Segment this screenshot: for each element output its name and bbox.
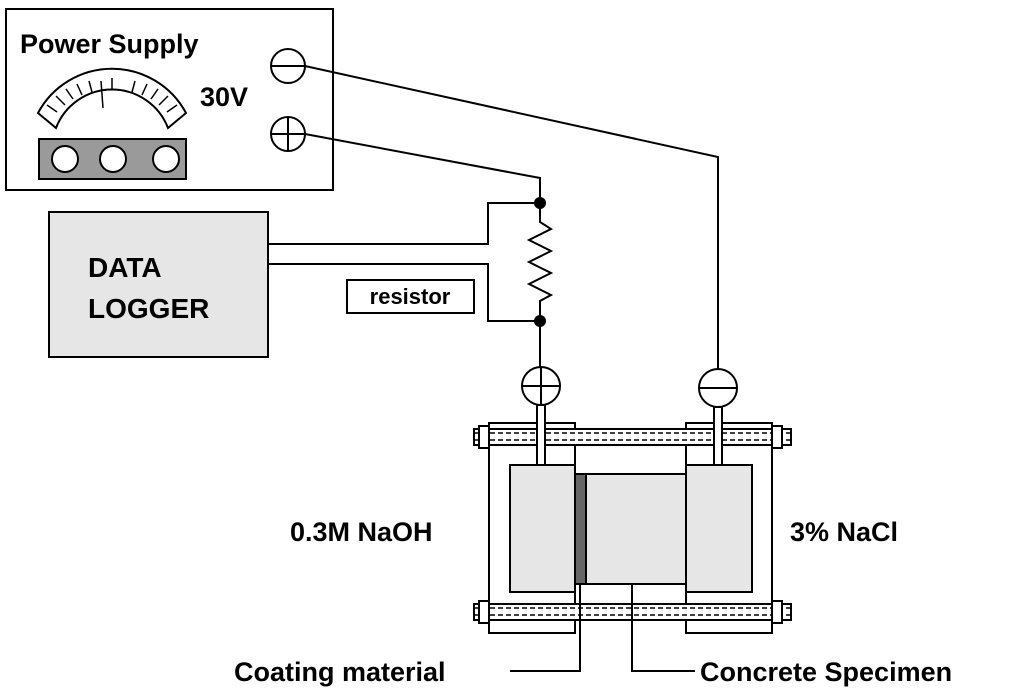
cell-positive-terminal-icon: [521, 366, 561, 406]
voltage-label: 30V: [200, 82, 248, 112]
data-logger: DATA LOGGER: [48, 211, 269, 358]
top-clamp-rod: [473, 425, 792, 449]
data-logger-box: [48, 211, 269, 358]
left-solution-label: 0.3M NaOH: [290, 517, 433, 547]
power-supply: Power Supply 30V: [5, 8, 334, 191]
wire-logger-bottom: [268, 263, 540, 322]
resistor-label-box: [346, 279, 475, 314]
meter-needle: [100, 80, 104, 109]
meter-gauge: [36, 67, 188, 130]
concrete-leader-line: [631, 584, 695, 672]
wire-negative: [304, 65, 719, 369]
wiring: [268, 65, 719, 369]
negative-terminal-icon: [270, 48, 306, 84]
anode-electrode: [536, 404, 546, 466]
concrete-specimen: [585, 473, 687, 585]
wire-positive: [304, 133, 541, 203]
junction-node-bottom: [534, 315, 546, 327]
resistor-symbol: [526, 203, 554, 321]
coating-leader-line: [510, 584, 581, 672]
knob-2: [99, 145, 127, 173]
junction-node-top: [534, 197, 546, 209]
concrete-callout: Concrete Specimen: [700, 657, 952, 687]
positive-terminal-icon: [270, 116, 306, 152]
coating-callout: Coating material: [234, 657, 446, 687]
wire-logger-top: [268, 202, 540, 245]
data-logger-line2: LOGGER: [88, 293, 209, 324]
nacl-chamber: [685, 464, 753, 593]
cathode-electrode: [713, 406, 723, 466]
knob-1: [51, 145, 79, 173]
naoh-chamber: [509, 464, 576, 593]
data-logger-line1: DATA: [88, 252, 162, 283]
test-cell: [473, 404, 792, 634]
cell-negative-terminal-icon: [698, 368, 738, 408]
resistor-label: resistor: [370, 284, 451, 309]
knob-3: [152, 145, 180, 173]
power-supply-title: Power Supply: [20, 29, 199, 59]
right-solution-label: 3% NaCl: [790, 517, 898, 547]
coating-layer: [574, 473, 587, 585]
